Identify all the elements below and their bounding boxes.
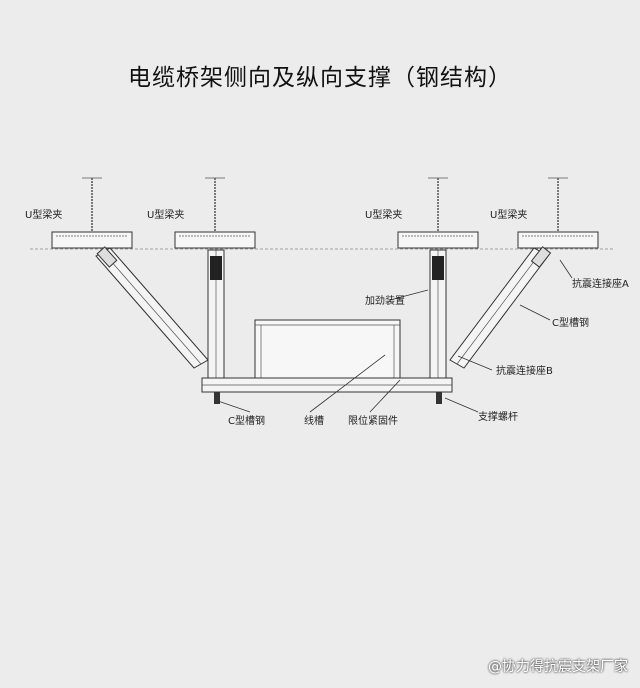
right-vertical-post	[429, 249, 447, 379]
right-stiffener	[432, 256, 444, 280]
bottom-c-channel	[201, 377, 453, 393]
u-clamp-3	[397, 231, 479, 249]
label-u-clamp-2: U型梁夹	[147, 208, 184, 221]
left-stiffener	[210, 256, 222, 280]
left-diagonal-brace	[95, 246, 209, 369]
label-cable-tray: 线槽	[304, 414, 324, 427]
label-u-clamp-1: U型梁夹	[25, 208, 62, 221]
label-stiffener: 加劲装置	[365, 294, 405, 307]
support-rod-bolts	[214, 392, 442, 404]
label-c-channel-right: C型槽钢	[552, 316, 589, 329]
label-limit-fastener: 限位紧固件	[348, 414, 398, 427]
label-u-clamp-3: U型梁夹	[365, 208, 402, 221]
right-diagonal-brace	[449, 246, 552, 369]
hanging-rods	[82, 177, 568, 232]
watermark: @协力得抗震支架厂家	[488, 659, 628, 675]
label-support-rod: 支撑螺杆	[478, 410, 518, 423]
leader-lines	[214, 259, 573, 413]
u-clamp-4	[517, 231, 599, 249]
label-c-channel-bottom: C型槽钢	[228, 414, 265, 427]
left-vertical-post	[207, 249, 225, 379]
diagram-title: 电缆桥架侧向及纵向支撑（钢结构）	[128, 65, 512, 91]
label-seismic-seat-b: 抗震连接座B	[496, 364, 553, 377]
label-seismic-seat-a: 抗震连接座A	[572, 277, 629, 290]
u-clamp-1	[51, 231, 133, 249]
cable-tray	[254, 319, 401, 379]
u-clamp-2	[174, 231, 256, 249]
label-u-clamp-4: U型梁夹	[490, 208, 527, 221]
